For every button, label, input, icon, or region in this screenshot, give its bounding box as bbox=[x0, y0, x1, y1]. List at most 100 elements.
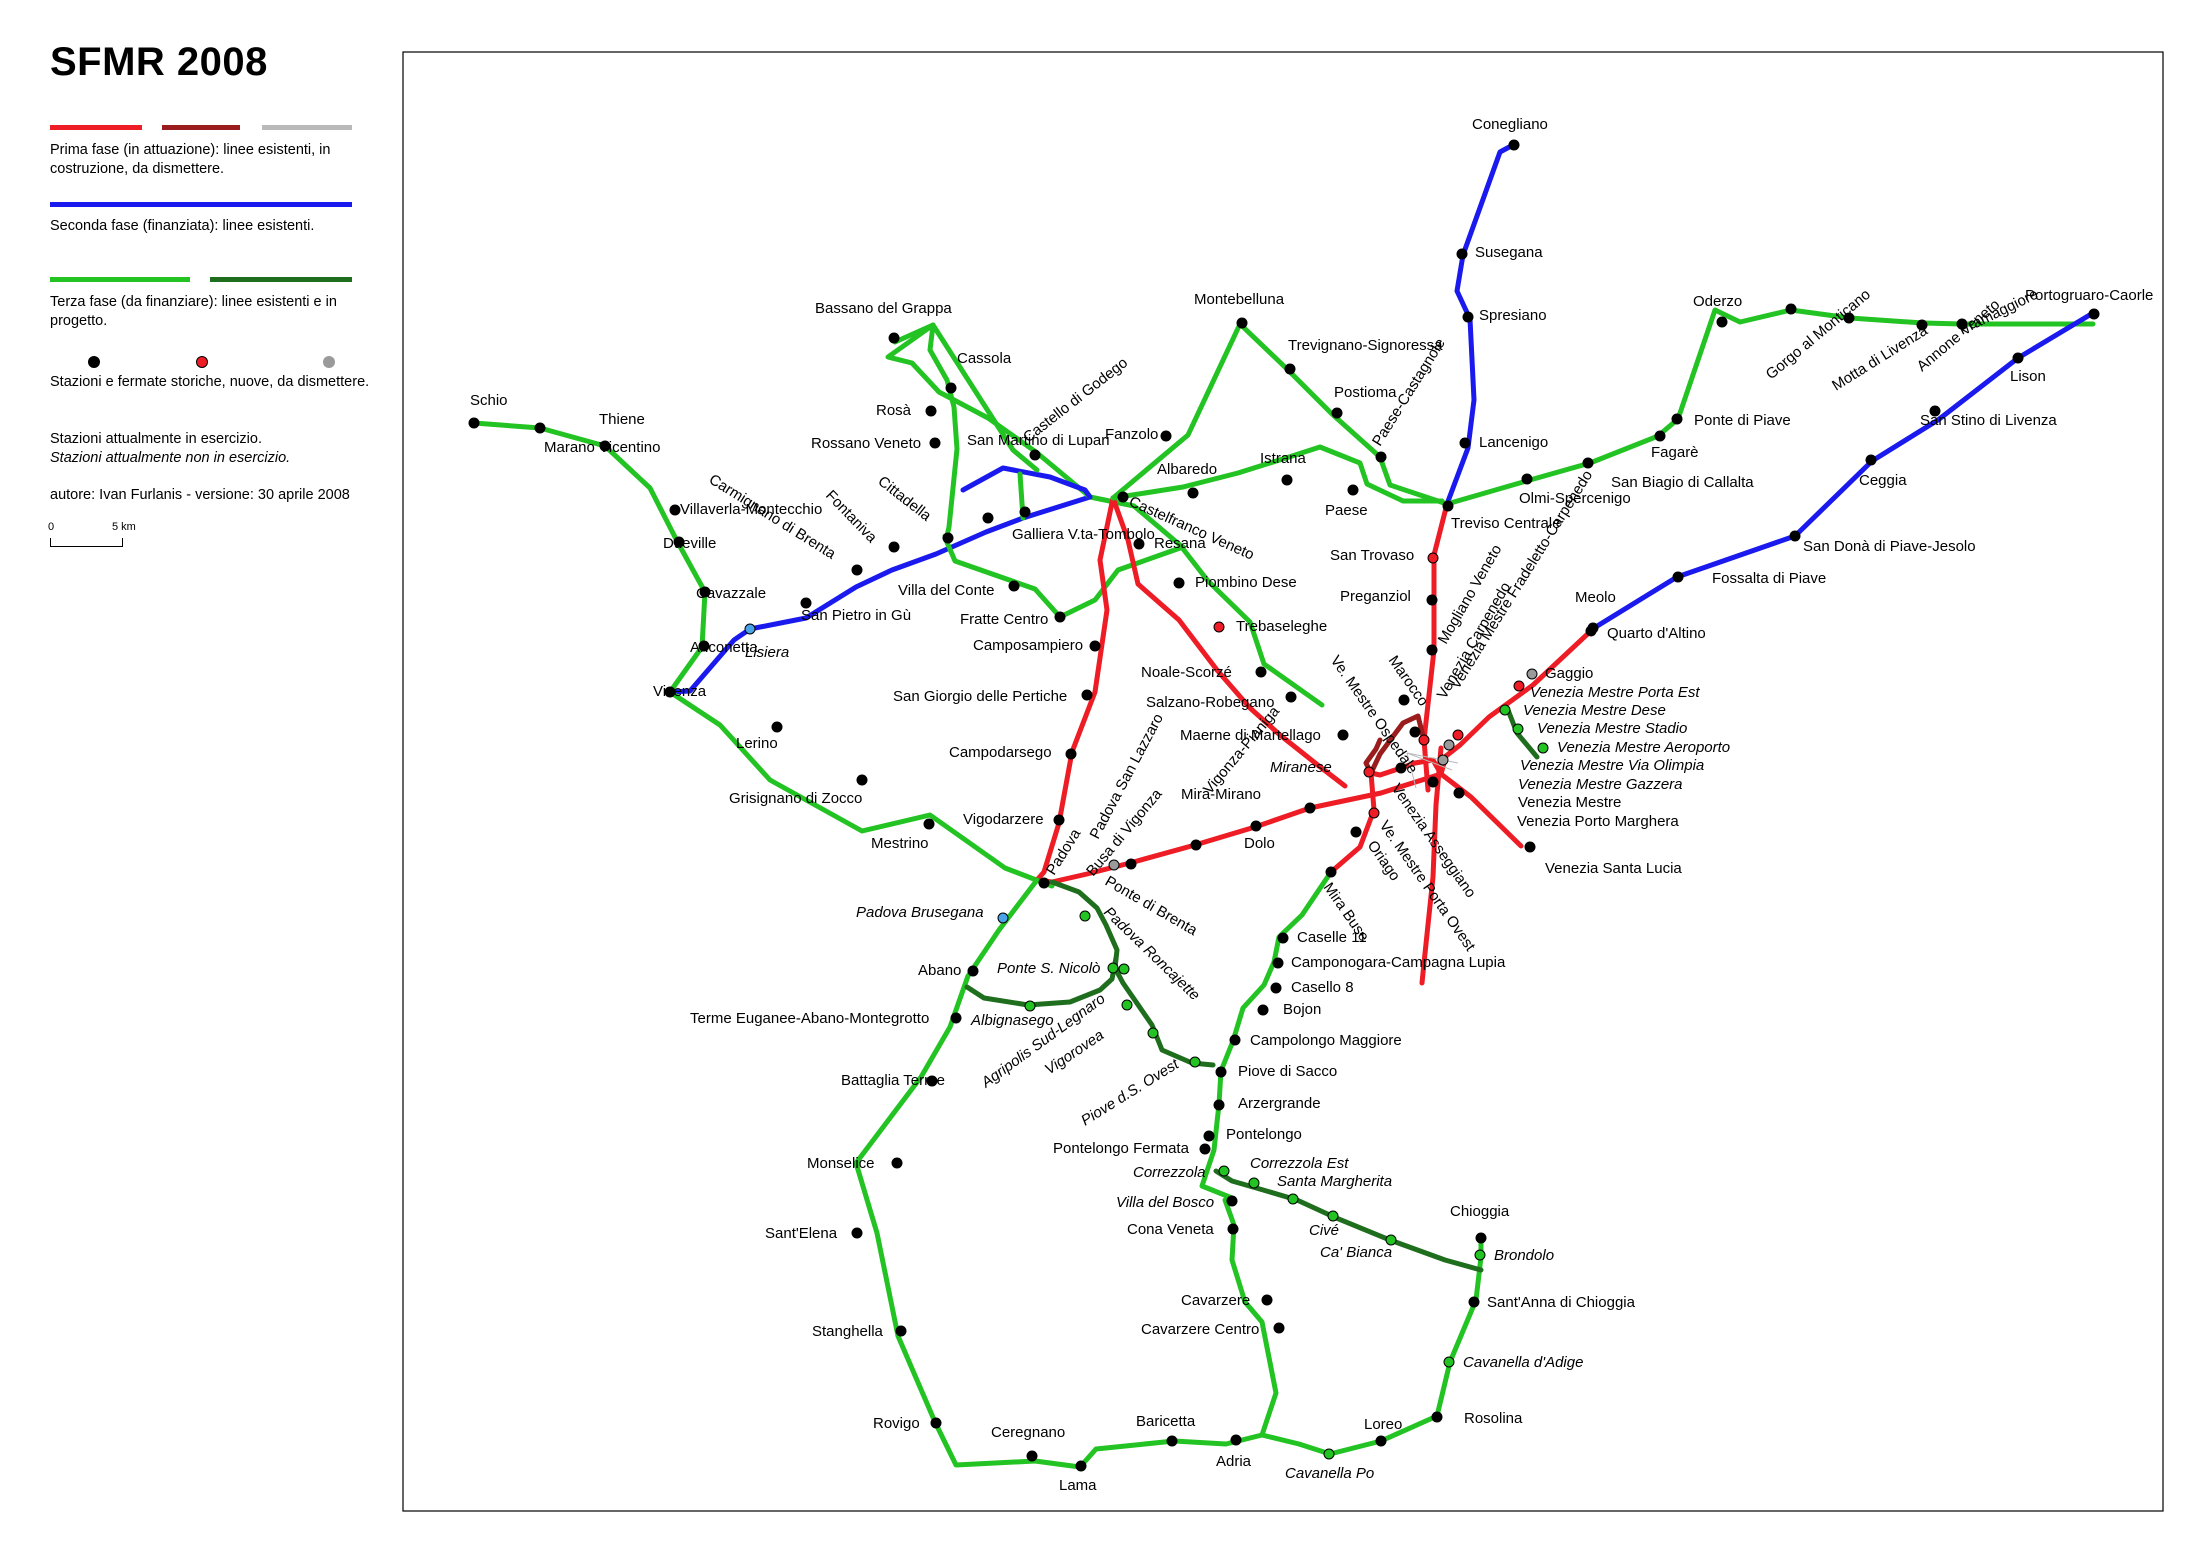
station-dot bbox=[1526, 668, 1538, 680]
station-label: Lison bbox=[2010, 368, 2046, 385]
station-label: Spresiano bbox=[1479, 307, 1547, 324]
station-dot bbox=[1089, 640, 1101, 652]
station-dot bbox=[1582, 457, 1594, 469]
station-dot bbox=[982, 512, 994, 524]
station-label: Venezia Mestre Stadio bbox=[1537, 720, 1687, 737]
station-dot bbox=[925, 405, 937, 417]
station-label: Villaverla-Montecchio bbox=[680, 501, 822, 518]
station-dot bbox=[1385, 1234, 1397, 1246]
station-dot bbox=[1213, 1099, 1225, 1111]
station-dot bbox=[2012, 352, 2024, 364]
dismissed-link-0 bbox=[1406, 752, 1459, 764]
station-label: Grisignano di Zocco bbox=[729, 790, 862, 807]
rail-line-g-4 bbox=[942, 533, 1186, 620]
station-label: Ponte S. Nicolò bbox=[997, 960, 1100, 977]
rail-line-g-12 bbox=[1110, 321, 1450, 507]
rail-line-r-23 bbox=[1368, 757, 1444, 778]
station-label: Baricetta bbox=[1136, 1413, 1196, 1430]
legend-dot-red bbox=[196, 356, 208, 368]
station-dot bbox=[1065, 748, 1077, 760]
station-dot bbox=[1409, 726, 1421, 738]
station-label: Venezia Mestre Aeroporto bbox=[1557, 739, 1730, 756]
legend-phase2-text: Seconda fase (finanziata): linee esisten… bbox=[50, 218, 315, 234]
station-label: Miranese bbox=[1270, 759, 1332, 776]
station-label: Postioma bbox=[1334, 384, 1397, 401]
station-dot bbox=[1443, 739, 1455, 751]
station-dot bbox=[1189, 1056, 1201, 1068]
map-frame bbox=[402, 51, 2164, 1512]
station-label: Civé bbox=[1309, 1222, 1339, 1239]
rail-line-r-19 bbox=[1438, 771, 1524, 849]
station-dot bbox=[1284, 363, 1296, 375]
station-dot bbox=[929, 437, 941, 449]
station-label: Camposampiero bbox=[973, 637, 1083, 654]
station-dot bbox=[1865, 454, 1877, 466]
legend-author: autore: Ivan Furlanis - versione: 30 apr… bbox=[50, 487, 350, 503]
station-dot bbox=[1024, 1000, 1036, 1012]
station-dot bbox=[1459, 437, 1471, 449]
station-dot bbox=[1456, 248, 1468, 260]
station-dot bbox=[1363, 766, 1375, 778]
station-label: Fanzolo bbox=[1105, 426, 1158, 443]
station-dot bbox=[1081, 689, 1093, 701]
station-label: Conegliano bbox=[1472, 116, 1548, 133]
station-label: Mira-Mirano bbox=[1181, 786, 1261, 803]
station-dot bbox=[1008, 580, 1020, 592]
station-label: Ceggia bbox=[1859, 472, 1907, 489]
station-dot bbox=[1347, 484, 1359, 496]
station-label: Cassola bbox=[957, 350, 1012, 367]
station-label: Dueville bbox=[663, 535, 716, 552]
station-dot bbox=[1585, 625, 1597, 637]
dismissed-link-2 bbox=[1406, 752, 1417, 789]
station-label: Fagarè bbox=[1651, 444, 1699, 461]
legend-in-service: Stazioni attualmente in esercizio. bbox=[50, 431, 262, 447]
station-dot bbox=[1323, 1448, 1335, 1460]
rail-line-r-15 bbox=[1419, 745, 1444, 986]
station-label: Rossano Veneto bbox=[811, 435, 921, 452]
station-label: Camponogara-Campagna Lupia bbox=[1291, 954, 1506, 971]
station-dot bbox=[1956, 318, 1968, 330]
station-dot bbox=[1199, 1143, 1211, 1155]
station-dot bbox=[1147, 1027, 1159, 1039]
station-dot bbox=[800, 597, 812, 609]
station-label: Vigodarzere bbox=[963, 811, 1044, 828]
station-label: Casello 8 bbox=[1291, 979, 1354, 996]
station-label: Albignasego bbox=[970, 1012, 1054, 1029]
station-label: Anconetta bbox=[690, 639, 758, 656]
scale-bar bbox=[50, 538, 123, 547]
station-label: Rosà bbox=[876, 402, 912, 419]
rail-line-r-9 bbox=[1110, 495, 1348, 789]
station-dot bbox=[1929, 405, 1941, 417]
station-dot bbox=[1121, 999, 1133, 1011]
station-label: Battaglia Terme bbox=[841, 1072, 945, 1089]
station-dot bbox=[1468, 1296, 1480, 1308]
station-label: Paese bbox=[1325, 502, 1368, 519]
station-label: Venezia Mestre Porta Est bbox=[1530, 684, 1700, 701]
station-dot bbox=[930, 1417, 942, 1429]
legend-swatch-red bbox=[50, 125, 142, 130]
station-dot bbox=[1426, 594, 1438, 606]
station-dot bbox=[1117, 491, 1129, 503]
station-dot bbox=[1029, 449, 1041, 461]
station-label: Lisiera bbox=[745, 644, 789, 661]
station-label: Piombino Dese bbox=[1195, 574, 1297, 591]
station-dot bbox=[1250, 820, 1262, 832]
station-dot bbox=[891, 1157, 903, 1169]
legend-swatch-dark-red bbox=[162, 125, 240, 130]
station-label: Lancenigo bbox=[1479, 434, 1548, 451]
station-dot bbox=[1226, 1195, 1238, 1207]
station-label: Rosolina bbox=[1464, 1410, 1523, 1427]
map-legend: SFMR 2008 bbox=[50, 40, 410, 113]
station-label: Campodarsego bbox=[949, 744, 1052, 761]
map-title: SFMR 2008 bbox=[50, 40, 268, 84]
station-dot bbox=[1513, 680, 1525, 692]
rail-line-dr-17 bbox=[1368, 713, 1427, 776]
station-dot bbox=[1107, 962, 1119, 974]
station-label: San Pietro in Gù bbox=[801, 607, 911, 624]
station-label: Monselice bbox=[807, 1155, 875, 1172]
station-dot bbox=[1537, 742, 1549, 754]
station-dot bbox=[1218, 1165, 1230, 1177]
station-dot bbox=[1499, 704, 1511, 716]
station-dot bbox=[1026, 1450, 1038, 1462]
station-label: Mestrino bbox=[871, 835, 929, 852]
